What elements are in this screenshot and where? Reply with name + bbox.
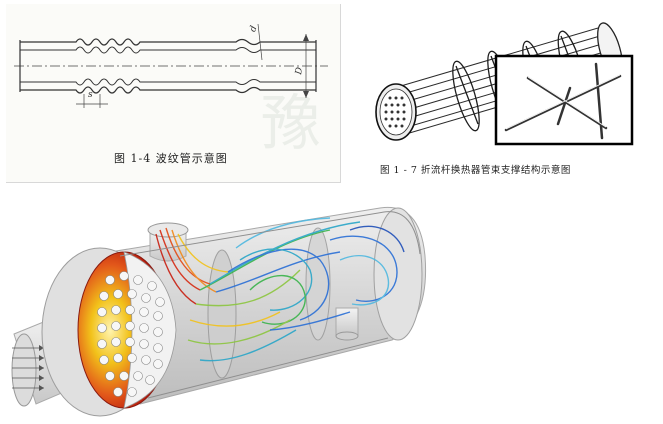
figure-caption-corrugated-tube: 图 1-4 波纹管示意图 — [114, 152, 228, 165]
dimension-D-label: D — [294, 66, 306, 76]
corrugated-tube-figure: 豫 d D s 图 1-4 波纹管示意图 — [6, 4, 341, 183]
baffle-rod-bundle-drawing — [375, 22, 634, 146]
svg-text:豫: 豫 — [261, 89, 321, 159]
heat-exchanger-cfd-render — [11, 206, 427, 417]
figure-caption-baffle-rod: 图 1 - 7 折流杆换热器管束支撑结构示意图 — [380, 165, 571, 176]
corrugated-tube-drawing: 豫 — [14, 23, 328, 159]
baffle-rod-figure: 图 1 - 7 折流杆换热器管束支撑结构示意图 — [356, 4, 658, 182]
dimension-s-label: s — [88, 90, 93, 100]
cfd-heat-exchanger-figure — [0, 200, 663, 424]
